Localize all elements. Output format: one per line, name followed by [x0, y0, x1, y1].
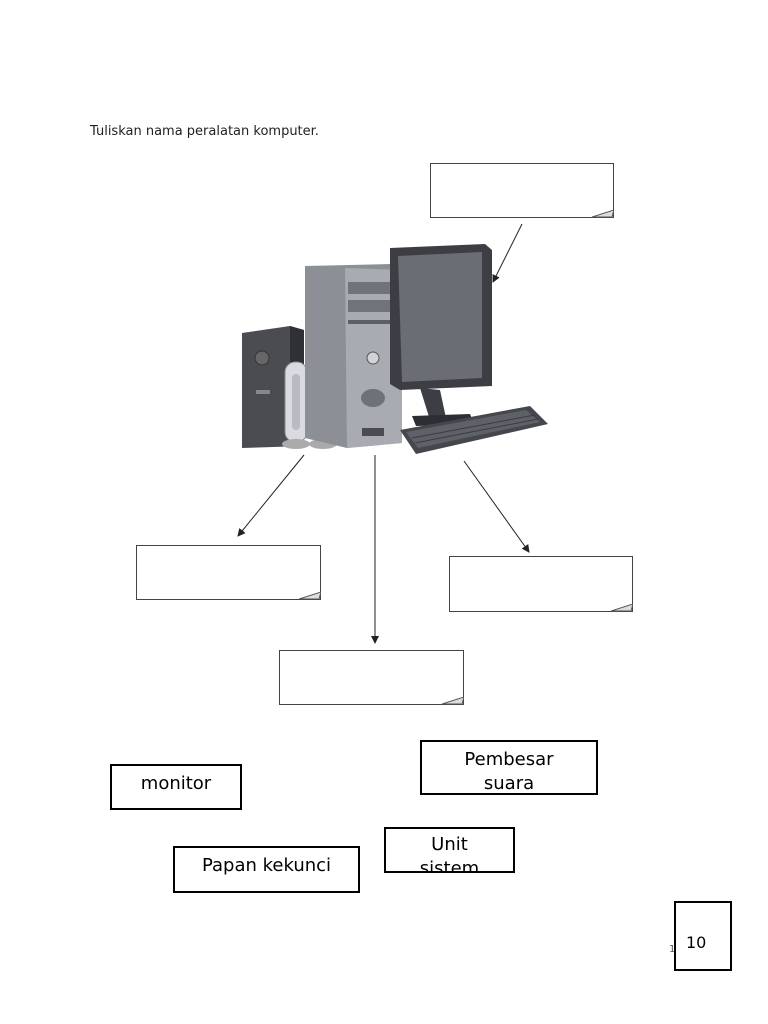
- page-curl-icon: [299, 592, 321, 600]
- page-curl-icon: [442, 697, 464, 705]
- answer-box-keyboard[interactable]: [449, 556, 633, 612]
- answer-box-system-unit[interactable]: [279, 650, 464, 705]
- word-card-system-unit[interactable]: Unit sistem: [384, 827, 515, 873]
- system-unit-icon: [305, 264, 402, 448]
- page-number: 10: [686, 933, 707, 952]
- arrow-to-keyboard-box: [463, 460, 530, 553]
- speaker-icon: [282, 361, 310, 449]
- page-curl-icon: [611, 604, 633, 612]
- word-card-label: monitor: [140, 773, 212, 794]
- arrow-to-monitor: [492, 223, 523, 283]
- word-card-label: Papan kekunci: [201, 855, 332, 876]
- word-card-monitor[interactable]: monitor: [110, 764, 242, 810]
- monitor-icon: [390, 244, 492, 426]
- page-curl-icon: [592, 210, 614, 218]
- word-card-label-line2: sistem: [419, 858, 480, 873]
- answer-box-speaker[interactable]: [136, 545, 321, 600]
- computer-illustration: [242, 244, 548, 454]
- page-mark: 1: [669, 944, 676, 955]
- word-card-label-line2: suara: [483, 773, 535, 794]
- word-card-label-line1: Pembesar: [464, 749, 554, 770]
- word-card-speaker[interactable]: Pembesar suara: [420, 740, 598, 795]
- word-card-keyboard[interactable]: Papan kekunci: [173, 846, 360, 893]
- instruction-text: Tuliskan nama peralatan komputer.: [90, 124, 319, 139]
- keyboard-icon: [400, 406, 548, 454]
- page-number-box: 10: [674, 901, 732, 971]
- answer-box-monitor[interactable]: [430, 163, 614, 218]
- word-card-label-line1: Unit: [431, 834, 468, 855]
- arrow-to-speaker-box: [237, 454, 305, 537]
